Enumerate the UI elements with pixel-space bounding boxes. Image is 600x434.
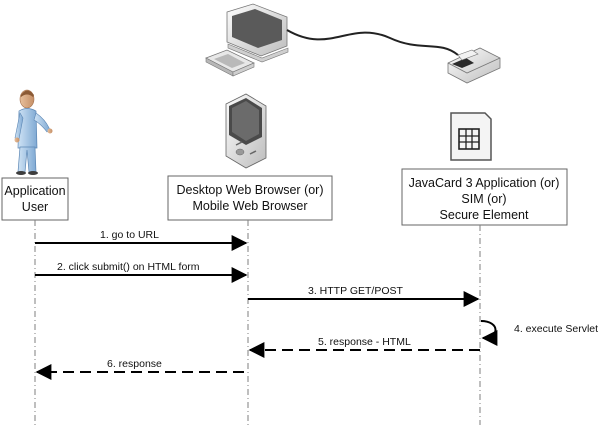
participant-browser-line2: Mobile Web Browser (192, 199, 307, 213)
participant-element-line3: Secure Element (440, 208, 529, 222)
message-6-label: 6. response (107, 358, 162, 370)
sim-card-icon (450, 112, 492, 161)
participant-element-line1: JavaCard 3 Application (or) (409, 176, 560, 190)
user-figure-icon (14, 89, 53, 175)
computer-cable (286, 29, 459, 56)
message-5: 5. response - HTML (248, 336, 480, 358)
message-1: 1. go to URL (35, 229, 248, 251)
participant-browser-line1: Desktop Web Browser (or) (176, 183, 323, 197)
participant-element: JavaCard 3 Application (or) SIM (or) Sec… (401, 168, 568, 226)
participant-user-line1: Application (4, 184, 65, 198)
message-5-label: 5. response - HTML (318, 336, 411, 348)
message-1-label: 1. go to URL (100, 229, 159, 241)
message-4: 4. execute Servlet (480, 320, 598, 346)
message-6: 6. response (35, 358, 244, 380)
message-2: 2. click submit() on HTML form (35, 261, 248, 283)
participant-browser: Desktop Web Browser (or) Mobile Web Brow… (167, 175, 333, 221)
message-3-label: 3. HTTP GET/POST (308, 285, 403, 297)
participant-element-line2: SIM (or) (461, 192, 506, 206)
card-reader-icon (447, 47, 501, 84)
participant-user-line2: User (22, 200, 48, 214)
message-3: 3. HTTP GET/POST (248, 285, 480, 307)
message-4-label: 4. execute Servlet (514, 323, 598, 335)
participant-user: Application User (1, 177, 69, 221)
desktop-computer-icon (205, 3, 289, 77)
message-2-label: 2. click submit() on HTML form (57, 261, 200, 273)
mobile-phone-icon (225, 93, 267, 169)
